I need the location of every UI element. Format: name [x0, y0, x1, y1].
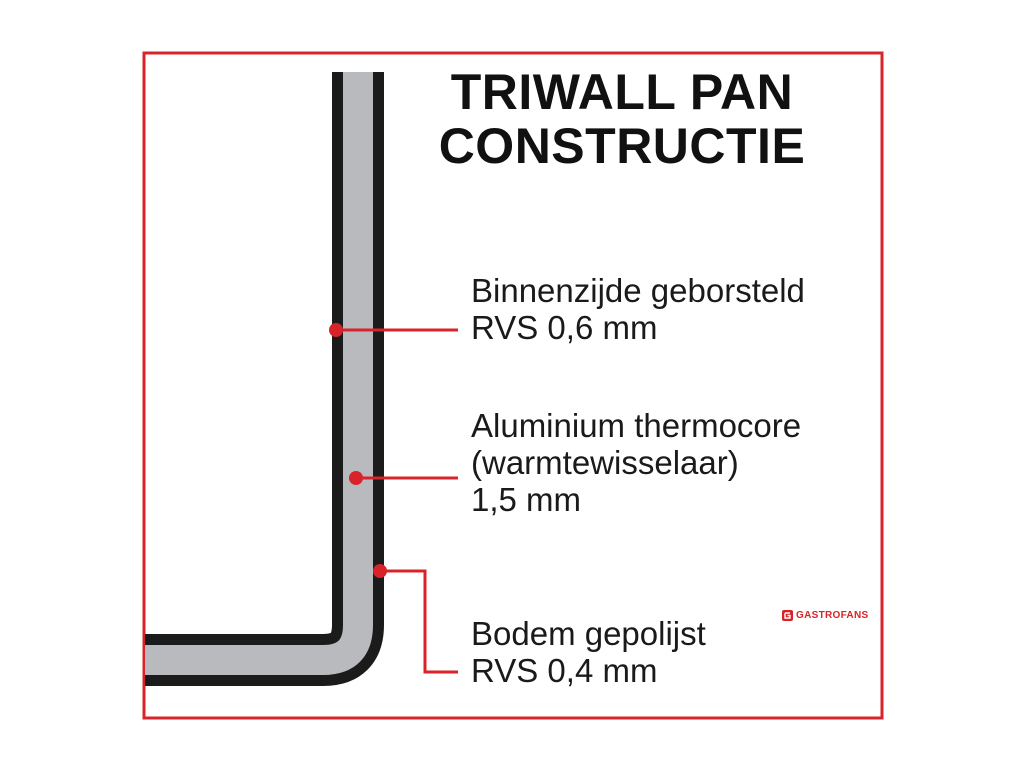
title-line-1: TRIWALL PAN: [450, 64, 794, 120]
leader-outer-layer: [373, 564, 458, 674]
label-line: (warmtewisselaar): [471, 444, 739, 481]
label-line: Aluminium thermocore: [471, 407, 802, 444]
label-line: RVS 0,6 mm: [471, 309, 658, 346]
leader-dot-outer: [373, 564, 387, 578]
leader-dot-core: [349, 471, 363, 485]
gastrofans-logo-icon: [782, 609, 793, 621]
label-line: 1,5 mm: [471, 481, 582, 518]
label-inner-layer: Binnenzijde geborsteld RVS 0,6 mm: [471, 272, 805, 346]
pan-wall: [145, 72, 384, 686]
pan-wall-outer-layer: [145, 72, 384, 686]
leader-inner-layer: [329, 323, 458, 337]
label-line: Binnenzijde geborsteld: [471, 272, 805, 309]
title-line-2: CONSTRUCTIE: [438, 118, 806, 174]
label-core-layer: Aluminium thermocore (warmtewisselaar) 1…: [471, 407, 801, 518]
label-line: Bodem gepolijst: [471, 615, 706, 652]
label-outer-layer: Bodem gepolijst RVS 0,4 mm: [471, 615, 706, 689]
leader-dot-inner: [329, 323, 343, 337]
pan-wall-aluminium-core: [145, 72, 373, 675]
brand-logo: GASTROFANS: [782, 608, 868, 622]
pan-wall-top-cap: [343, 78, 373, 86]
leader-core-layer: [349, 471, 458, 485]
diagram-frame: [142, 51, 884, 720]
brand-name: GASTROFANS: [796, 609, 869, 621]
label-line: RVS 0,4 mm: [471, 652, 658, 689]
